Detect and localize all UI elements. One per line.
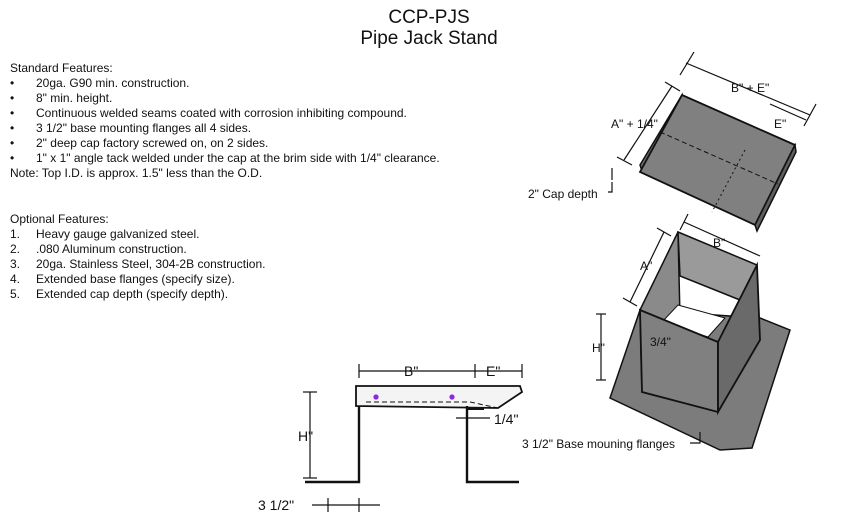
- list-item: •20ga. G90 min. construction.: [10, 76, 190, 90]
- dimension-tick: [656, 227, 672, 237]
- bullet-mark: •: [10, 136, 15, 150]
- standard-features-section: Standard Features: •20ga. G90 min. const…: [10, 61, 440, 181]
- bullet-mark: •: [10, 76, 15, 90]
- stand-drawing: B" A" H" 3/4" 3 1/2" Base mouning flange…: [522, 213, 791, 451]
- dimension-line: [629, 231, 665, 303]
- standard-note: Note: Top I.D. is approx. 1.5" less than…: [10, 166, 263, 180]
- label-three-quarter: 3/4": [650, 335, 671, 349]
- optional-features-heading: Optional Features:: [10, 212, 109, 226]
- leader-line: [608, 182, 613, 193]
- list-item: •8" min. height.: [10, 91, 113, 105]
- label-cap-depth: 2" Cap depth: [528, 187, 598, 201]
- dimension-line: [769, 103, 807, 121]
- standard-features-list: •20ga. G90 min. construction. •8" min. h…: [10, 76, 440, 166]
- dimension-tick: [803, 103, 817, 127]
- dimension-tick: [679, 51, 695, 76]
- label-b: B": [713, 236, 725, 250]
- list-item: 2..080 Aluminum construction.: [10, 242, 187, 256]
- bullet-mark: •: [10, 121, 15, 135]
- bullet-mark: •: [10, 91, 15, 105]
- optional-features-section: Optional Features: 1.Heavy gauge galvani…: [10, 212, 265, 302]
- product-name-title: Pipe Jack Stand: [360, 28, 498, 49]
- list-item: 4.Extended base flanges (specify size).: [10, 272, 235, 286]
- cap-lower-edge: [366, 401, 499, 409]
- dimension-tick: [679, 213, 689, 231]
- stand-right-face: [717, 261, 761, 416]
- section-label-quarter: 1/4": [494, 411, 518, 427]
- section-label-b: B": [404, 363, 418, 379]
- optional-features-list: 1.Heavy gauge galvanized steel. 2..080 A…: [10, 227, 265, 302]
- dimension-line: [683, 221, 761, 257]
- left-wall-flange: [305, 406, 361, 484]
- list-item: 5.Extended cap depth (specify depth).: [10, 287, 229, 301]
- cap-section: [355, 385, 524, 409]
- standard-features-heading: Standard Features:: [10, 61, 113, 75]
- bullet-mark: •: [10, 106, 15, 120]
- bullet-mark: •: [10, 151, 15, 165]
- label-a-plus-quarter: A" + 1/4": [611, 117, 658, 131]
- section-label-h: H": [298, 428, 313, 444]
- screw-icon: [449, 394, 455, 400]
- dimension-tick: [622, 297, 638, 307]
- list-item: •Continuous welded seams coated with cor…: [10, 106, 407, 120]
- cap-hidden-line: [659, 131, 779, 185]
- dimension-line: [685, 62, 811, 116]
- section-drawing: B" E" 1/4" H" 3 1/2": [258, 363, 524, 513]
- section-label-e: E": [486, 363, 500, 379]
- label-b-plus-e: B" + E": [731, 81, 769, 95]
- section-label-three-half: 3 1/2": [258, 497, 294, 513]
- list-item: •2" deep cap factory screwed on, on 2 si…: [10, 136, 269, 150]
- dimension-tick: [664, 81, 681, 92]
- cap-drawing: B" + E" E" A" + 1/4" 2" Cap depth: [528, 51, 817, 233]
- list-item: •1" x 1" angle tack welded under the cap…: [10, 151, 440, 165]
- cap-front-rim: [754, 142, 797, 233]
- list-item: •3 1/2" base mounting flanges all 4 side…: [10, 121, 252, 135]
- list-item: 3.20ga. Stainless Steel, 304-2B construc…: [10, 257, 266, 271]
- label-a: A": [640, 259, 652, 273]
- screw-icon: [373, 394, 379, 400]
- product-code-title: CCP-PJS: [388, 7, 470, 28]
- right-wall-flange: [465, 406, 519, 484]
- list-item: 1.Heavy gauge galvanized steel.: [10, 227, 200, 241]
- leader-line: [690, 432, 701, 444]
- label-base-flanges: 3 1/2" Base mouning flanges: [522, 437, 675, 451]
- label-h: H": [592, 341, 605, 355]
- dimension-line: [623, 85, 673, 161]
- cap-top-face: [638, 93, 797, 227]
- label-e: E": [774, 117, 786, 131]
- dimension-tick: [616, 156, 633, 166]
- cap-hidden-line: [711, 149, 746, 213]
